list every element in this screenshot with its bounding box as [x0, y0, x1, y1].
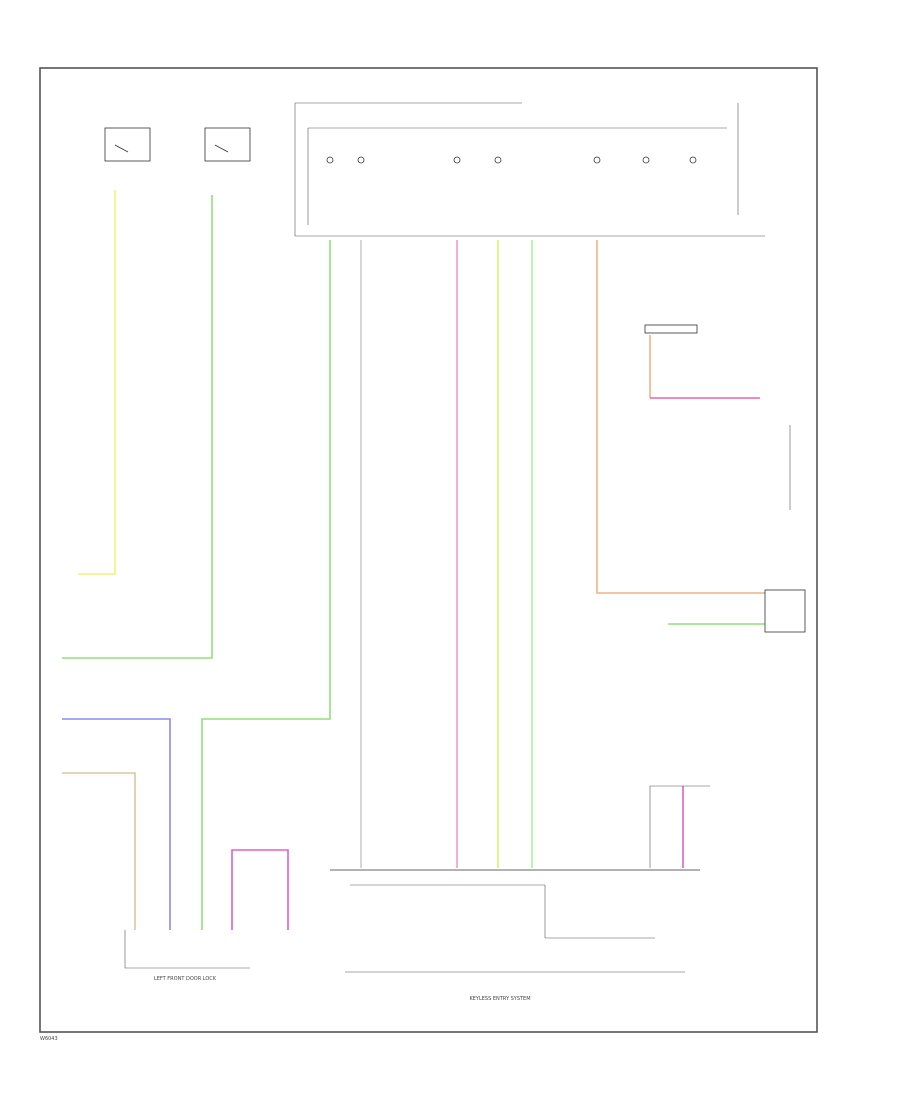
keyless-entry-system-label: KEYLESS ENTRY SYSTEM [469, 996, 530, 1002]
control-module-box [294, 102, 765, 237]
wire-green [62, 195, 213, 659]
wire-magenta [231, 849, 289, 930]
wire-orange [596, 240, 765, 594]
door-switch-left-2 [204, 127, 251, 162]
left-front-door-lock-label: LEFT FRONT DOOR LOCK [154, 976, 217, 982]
wire-yellow [78, 190, 116, 575]
wire-tan [62, 772, 136, 930]
right-components [644, 324, 806, 868]
diagram-frame [39, 67, 818, 1033]
keyless-module-box [330, 869, 700, 973]
door-lock-box [124, 930, 250, 969]
wire-blue [62, 718, 171, 930]
wire-green-module [201, 240, 331, 930]
page-code: W6043 [40, 1036, 58, 1042]
door-switch-left-1 [104, 127, 151, 162]
